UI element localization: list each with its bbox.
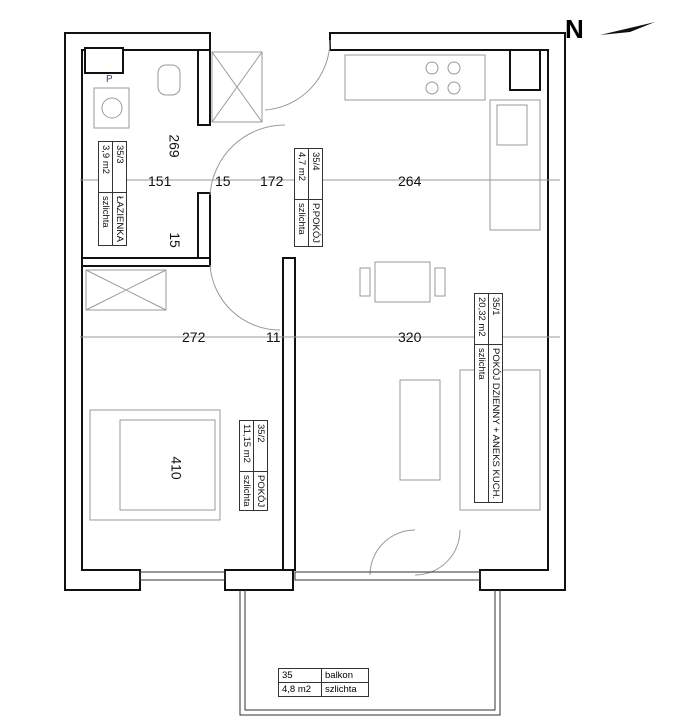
room-floor: szlichta bbox=[100, 196, 111, 228]
balcony-door bbox=[294, 571, 481, 581]
dim-bedroom-width: 272 bbox=[182, 329, 206, 345]
dim-living-width: 320 bbox=[398, 329, 422, 345]
toilet bbox=[157, 64, 181, 96]
room-name: balkon bbox=[325, 670, 353, 681]
room-name: POKÓJ bbox=[255, 475, 266, 508]
dim-bedroom-length: 410 bbox=[168, 456, 185, 480]
partition bbox=[282, 257, 296, 571]
bath-wall bbox=[197, 192, 211, 261]
room-area: 20,32 m2 bbox=[475, 294, 488, 345]
room-area: 11,15 m2 bbox=[240, 421, 253, 472]
partition bbox=[81, 257, 211, 267]
room-name: ŁAZIENKA bbox=[114, 196, 125, 242]
bath-wall bbox=[197, 49, 211, 126]
room-area: 3,9 m2 bbox=[99, 142, 112, 193]
room-floor: szlichta bbox=[325, 684, 357, 695]
table bbox=[374, 261, 431, 303]
dim-hall-width: 172 bbox=[260, 173, 284, 189]
shaft bbox=[84, 47, 124, 74]
dim-bath-height: 269 bbox=[166, 134, 183, 158]
dim-bath-wall: 15 bbox=[166, 232, 183, 248]
balcony bbox=[239, 590, 501, 716]
room-id: 35/1 bbox=[489, 294, 502, 345]
counter bbox=[489, 99, 541, 231]
dim-kitchen-width: 264 bbox=[398, 173, 422, 189]
window bbox=[139, 571, 226, 581]
room-name: POKÓJ DZIENNY + ANEKS KUCH. bbox=[490, 348, 501, 500]
room-area: 4,8 m2 bbox=[279, 683, 322, 696]
wardrobe bbox=[85, 269, 167, 311]
outer-wall bbox=[64, 32, 211, 591]
washing-machine bbox=[93, 87, 130, 129]
north-label: N bbox=[565, 14, 584, 44]
bed bbox=[89, 409, 221, 521]
room-area: 4,7 m2 bbox=[295, 149, 308, 200]
room-id: 35/3 bbox=[113, 142, 126, 193]
north-arrow-icon bbox=[600, 22, 655, 35]
room-floor: szlichta bbox=[476, 348, 487, 380]
sink bbox=[496, 104, 528, 146]
room-floor: szlichta bbox=[241, 475, 252, 507]
dim-bath-width: 151 bbox=[148, 173, 172, 189]
door-arc bbox=[209, 264, 281, 331]
fixture-label: P bbox=[106, 74, 113, 85]
room-floor: szlichta bbox=[296, 203, 307, 235]
room-id: 35/4 bbox=[309, 149, 322, 200]
room-id: 35/2 bbox=[254, 421, 267, 472]
shower bbox=[211, 51, 263, 123]
door-arc bbox=[264, 39, 331, 111]
coffee-table bbox=[399, 379, 441, 481]
shaft bbox=[509, 49, 541, 91]
outer-wall bbox=[329, 32, 566, 591]
dim-wall: 15 bbox=[215, 173, 231, 189]
counter bbox=[344, 54, 486, 101]
room-name: P.POKÓJ bbox=[310, 203, 321, 243]
dim-wall2: 11 bbox=[266, 329, 281, 345]
room-id: 35 bbox=[279, 669, 322, 682]
door-arc bbox=[209, 124, 286, 196]
pier bbox=[224, 569, 294, 591]
